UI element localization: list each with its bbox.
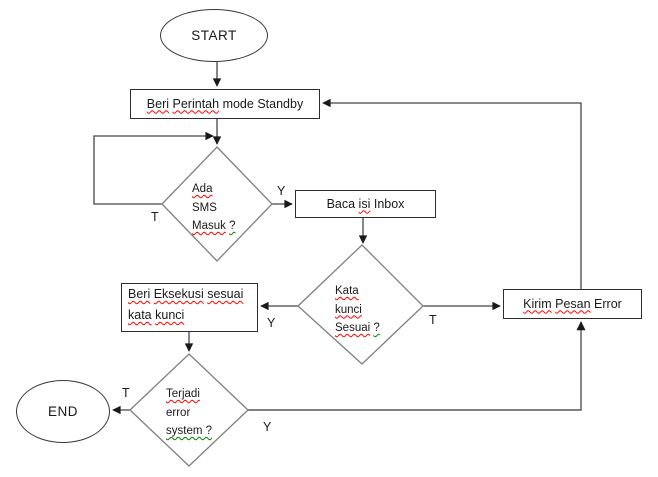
connector-error-yes-to-kirim <box>248 321 586 411</box>
process-execute-keyword: Beri Eksekusi sesuai kata kunci <box>121 283 258 332</box>
process-send-error-label: Kirim Pesan Error <box>523 296 622 311</box>
branch-label-sms-yes: Y <box>277 184 286 198</box>
decision-sms-shape <box>161 146 273 262</box>
branch-label-keyword-yes: Y <box>267 316 276 330</box>
branch-label-sms-no: T <box>151 210 159 224</box>
connector-kirim-to-standby-feedback <box>322 98 582 289</box>
process-standby-label: Beri Perintah mode Standby <box>146 96 304 111</box>
process-read-inbox: Baca isi Inbox <box>295 190 436 218</box>
start-label: START <box>191 28 237 43</box>
branch-label-keyword-no: T <box>429 313 437 327</box>
end-label: END <box>47 404 78 419</box>
decision-error-shape <box>129 353 249 467</box>
start-terminal: START <box>160 9 268 62</box>
decision-keyword-shape <box>297 244 424 365</box>
end-terminal: END <box>16 380 110 443</box>
process-standby: Beri Perintah mode Standby <box>130 89 320 119</box>
connector-sms-no-loop <box>93 131 214 205</box>
branch-label-error-yes: Y <box>263 420 272 434</box>
decision-error-label: Terjadi error system ? <box>166 388 213 438</box>
decision-keyword-label: Kata kunci Sesuai ? <box>335 285 380 335</box>
process-read-inbox-label: Baca isi Inbox <box>326 196 405 211</box>
decision-sms-label: Ada SMS Masuk ? <box>192 183 236 233</box>
branch-label-error-no: T <box>122 386 130 400</box>
process-send-error: Kirim Pesan Error <box>503 289 642 319</box>
